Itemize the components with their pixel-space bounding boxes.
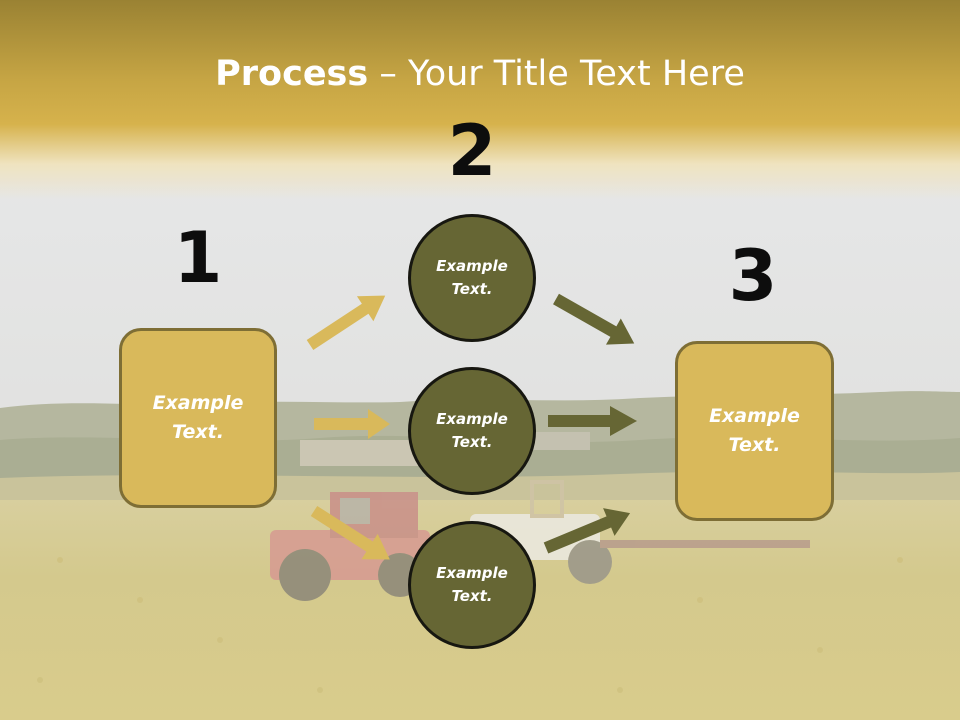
title-rest: – Your Title Text Here (368, 54, 745, 94)
arrow-1-to-middle (314, 409, 390, 439)
step-2-item-2-text: Example Text. (436, 410, 508, 451)
step-3-text: Example Text. (709, 405, 800, 456)
step-1-box: Example Text. (119, 328, 277, 508)
arrow-1-to-top (306, 295, 386, 351)
step-1-text: Example Text. (152, 392, 244, 443)
step-3-box: Example Text. (675, 341, 834, 521)
arrow-top-to-3 (553, 293, 635, 345)
arrow-1-to-bottom (310, 505, 390, 560)
slide-title: Process – Your Title Text Here (0, 52, 960, 96)
step-2-circle-middle: Example Text. (408, 367, 536, 495)
title-band (0, 0, 960, 200)
arrow-bottom-to-3 (543, 508, 631, 554)
title-strong: Process (215, 54, 369, 94)
step-number-2: 2 (447, 110, 497, 192)
step-2-circle-top: Example Text. (408, 214, 536, 342)
arrow-middle-to-3 (548, 406, 637, 436)
step-2-circle-bottom: Example Text. (408, 521, 536, 649)
step-2-item-3-text: Example Text. (436, 564, 508, 605)
step-2-item-1-text: Example Text. (436, 257, 508, 298)
step-number-3: 3 (728, 235, 778, 317)
step-number-1: 1 (173, 217, 223, 299)
